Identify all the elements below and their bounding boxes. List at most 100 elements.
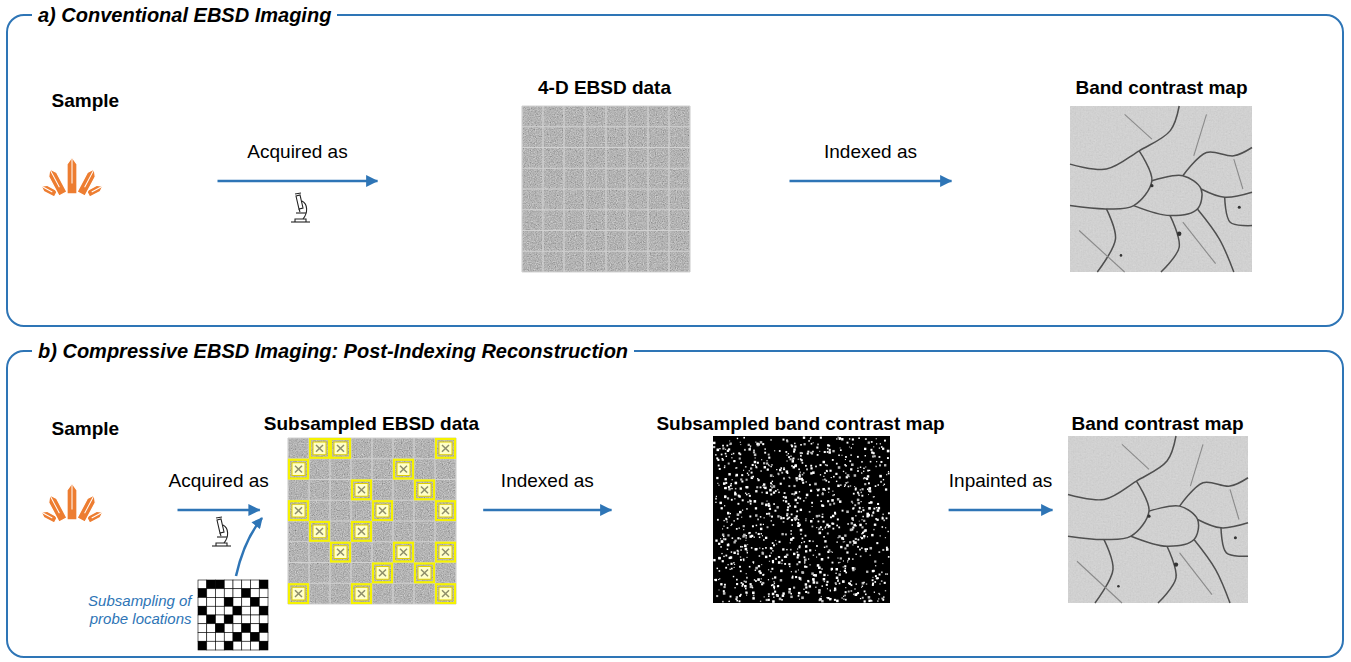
subsampled-map [785, 451, 787, 453]
sample-crystal [72, 483, 73, 510]
subsampled-map [886, 517, 888, 519]
subsampled-map [763, 539, 764, 540]
subsampled-map [816, 447, 818, 449]
subsampled-map [818, 591, 820, 593]
subsampled-map [805, 520, 806, 521]
selected-probe-mark [436, 543, 455, 562]
sample-crystal [41, 512, 52, 518]
band-contrast-image [1068, 481, 1149, 539]
subsampled-map [798, 595, 800, 597]
subsampled-map [761, 578, 762, 579]
subsampling-mask [198, 580, 268, 650]
subsampled-map [776, 506, 778, 508]
subsampled-map [766, 462, 768, 464]
ebsd-pattern-grid [522, 251, 690, 252]
subsampled-map [871, 441, 873, 443]
subsampled-map [800, 444, 802, 446]
subsampled-map [776, 595, 777, 596]
subsampled-map [881, 571, 883, 573]
subsampled-map [754, 461, 756, 463]
subsampled-map [872, 584, 874, 586]
subsampled-map [780, 570, 782, 572]
subsampled-map [838, 526, 840, 528]
subsampled-map [790, 596, 792, 598]
subsampling-mask [216, 624, 225, 633]
subsampled-map [881, 446, 883, 448]
subsampled-map [784, 492, 786, 494]
subsampled-map [762, 535, 763, 536]
selected-probe-mark [439, 587, 452, 600]
subsampled-map [797, 524, 800, 527]
subsampled-map [838, 562, 840, 564]
subsampled-map [879, 583, 880, 584]
selected-probe-mark [313, 525, 326, 538]
subsampled-map [719, 448, 720, 449]
subsampled-map [854, 474, 856, 476]
selected-probe-mark [358, 590, 365, 597]
subsampled-map [819, 571, 821, 573]
subsampling-mask [259, 641, 268, 650]
subsampled-map [869, 470, 870, 471]
subsampled-map [863, 509, 865, 511]
subsampled-map [818, 589, 820, 591]
subsampled-map [865, 550, 867, 552]
subsampled-map [762, 552, 764, 554]
subsampled-map [755, 465, 756, 466]
subsampled-map [888, 471, 889, 472]
subsampled-map [795, 464, 797, 466]
subsampled-map [755, 548, 757, 550]
subsampled-map [879, 456, 881, 458]
subsampled-map [845, 568, 847, 570]
subsampled-map [802, 482, 804, 484]
subsampled-map [783, 467, 785, 469]
subsampling-mask [198, 615, 207, 624]
subsampled-map [740, 487, 742, 489]
subsampled-map [720, 538, 721, 539]
subsampled-map [818, 521, 820, 523]
subsampled-map [805, 550, 807, 552]
subsampled-map [820, 474, 821, 475]
subsampled-map [864, 448, 866, 450]
subsampled-map [783, 477, 785, 479]
subsampled-map [828, 481, 830, 483]
subsampled-map [855, 515, 856, 516]
subsampled-map [876, 443, 877, 444]
subsampled-map [816, 489, 817, 490]
subsampled-map [867, 536, 868, 537]
subsampled-map [799, 475, 801, 477]
subsampled-map [810, 452, 812, 454]
subsampled-map [719, 578, 720, 579]
subsampled-map [871, 534, 873, 536]
selected-probe-mark [352, 522, 371, 541]
subsampled-map [731, 524, 733, 526]
subsampled-map [778, 492, 780, 494]
subsampled-map [722, 528, 723, 529]
subsampled-map [756, 443, 758, 445]
subsampled-map [857, 546, 859, 548]
subsampled-map [770, 482, 772, 484]
subsampled-map [723, 520, 724, 521]
subsampled-map [743, 525, 745, 527]
subsampled-map [790, 530, 791, 531]
subsampled-map [730, 596, 732, 598]
subsampled-map [819, 451, 820, 452]
subsampled-map [722, 459, 724, 461]
subsampling-mask [233, 641, 242, 650]
subsampled-map [796, 515, 798, 517]
subsampled-map [794, 517, 796, 519]
subsampled-map [836, 525, 838, 527]
subsampled-map [726, 445, 728, 447]
subsampled-map [810, 437, 811, 438]
subsampled-map [851, 522, 853, 524]
subsampled-map [793, 457, 795, 459]
subsampled-map [768, 579, 769, 580]
subsampled-map [858, 437, 860, 439]
subsampled-map [878, 598, 879, 599]
subsampled-map [836, 577, 838, 579]
subsampled-map [734, 567, 735, 568]
subsampled-map [799, 474, 800, 475]
subsampled-map [757, 578, 760, 581]
subsampled-map [715, 502, 716, 503]
selected-probe-mark [334, 442, 347, 455]
subsampled-map [762, 443, 764, 445]
